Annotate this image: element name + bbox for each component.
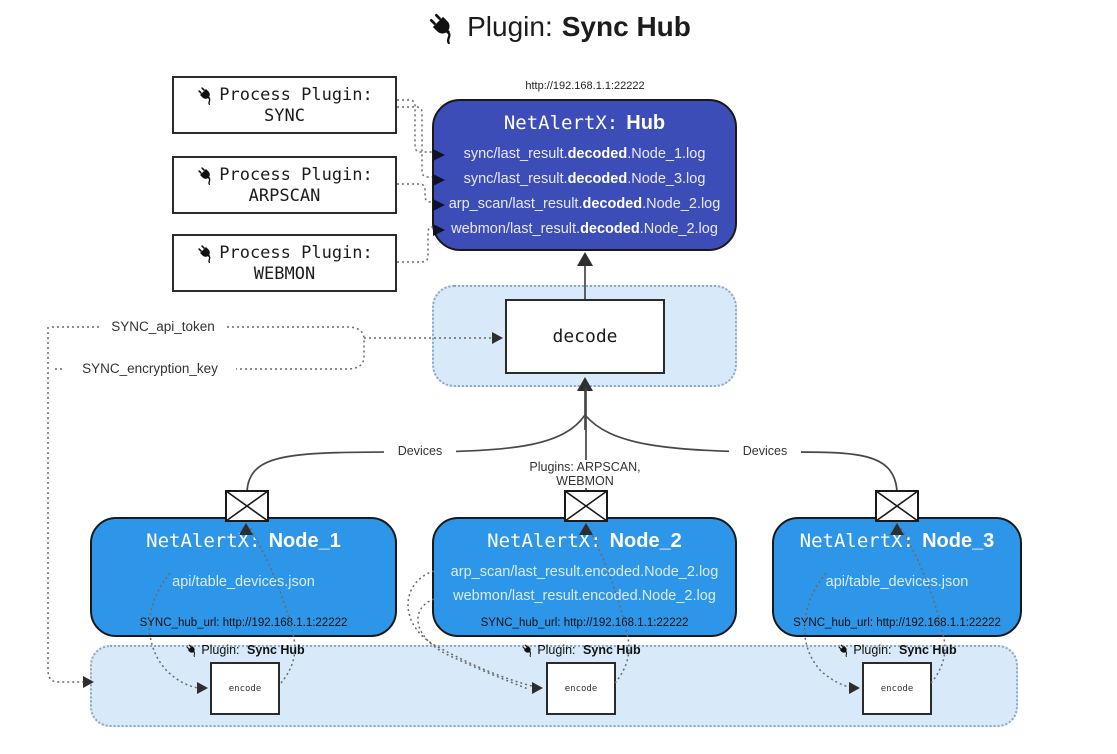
hub-log-line: webmon/last_result.decoded.Node_2.log xyxy=(433,217,735,242)
hub-url-label: http://192.168.1.1:22222 xyxy=(525,80,645,92)
process-plugin-arpscan: Process Plugin: ARPSCAN xyxy=(172,156,397,214)
plug-icon xyxy=(185,643,199,657)
title-name: Sync Hub xyxy=(561,11,691,42)
node-hub-url: SYNC_hub_url: http://192.168.1.1:22222 xyxy=(480,617,689,629)
edge-label-plugins-middle: Plugins: ARPSCAN, WEBMON xyxy=(503,460,667,488)
process-plugin-name: ARPSCAN xyxy=(248,185,321,206)
arrowhead-into-hub xyxy=(577,252,593,266)
plug-icon xyxy=(426,10,460,44)
edge-sync-to-log1 xyxy=(397,99,432,153)
encoder-label: Plugin: Sync Hub xyxy=(516,643,646,657)
edge-webmon-to-log4 xyxy=(397,226,433,263)
hub-log-line: sync/last_result.decoded.Node_3.log xyxy=(433,167,735,192)
encoder-label: Plugin: Sync Hub xyxy=(180,643,310,657)
hub-title: NetAlertX: Hub xyxy=(434,112,735,136)
hub-title-name: Hub xyxy=(626,112,666,134)
encoder-label: Plugin: Sync Hub xyxy=(832,643,962,657)
edge-config-to-encoders xyxy=(47,327,84,683)
config-encryption-key-label: SYNC_encryption_key xyxy=(64,361,236,376)
encode-box: encode xyxy=(862,662,932,715)
hub-log-line: arp_scan/last_result.decoded.Node_2.log xyxy=(433,192,735,217)
edge-sync-to-log2 xyxy=(397,106,432,178)
envelope-icon xyxy=(225,490,269,522)
arrow-bullet-icon xyxy=(433,148,445,161)
process-plugin-label: Process Plugin: xyxy=(219,164,373,185)
node-file-line: api/table_devices.json xyxy=(825,574,969,590)
process-plugin-name: SYNC xyxy=(264,105,305,126)
process-plugin-label: Process Plugin: xyxy=(219,84,373,105)
node-hub-url: SYNC_hub_url: http://192.168.1.1:22222 xyxy=(793,617,1001,629)
node-hub-url: SYNC_hub_url: http://192.168.1.1:22222 xyxy=(139,617,348,629)
envelope-icon xyxy=(564,490,608,522)
edge-arpscan-to-log3 xyxy=(397,183,432,203)
node-2: NetAlertX:Node_2 arp_scan/last_result.en… xyxy=(432,517,737,637)
arrow-bullet-icon xyxy=(433,173,445,186)
node-title: NetAlertX:Node_2 xyxy=(487,530,682,552)
page-title: Plugin: Sync Hub xyxy=(0,10,1117,44)
envelope-icon xyxy=(875,490,919,522)
config-api-token-label: SYNC_api_token xyxy=(100,319,226,334)
process-plugin-sync: Process Plugin: SYNC xyxy=(172,76,397,134)
hub-node: NetAlertX: Hub sync/last_result.decoded.N… xyxy=(432,99,737,251)
encode-box: encode xyxy=(546,662,616,715)
encode-box: encode xyxy=(210,662,280,715)
hub-log-list: sync/last_result.decoded.Node_1.log sync… xyxy=(433,142,735,242)
arrow-bullet-icon xyxy=(433,198,445,211)
node-title: NetAlertX:Node_3 xyxy=(799,530,995,552)
plug-icon xyxy=(196,243,216,263)
hub-log-line: sync/last_result.decoded.Node_1.log xyxy=(433,142,735,167)
title-prefix: Plugin: xyxy=(467,11,553,42)
node-title: NetAlertX:Node_1 xyxy=(146,530,341,552)
plug-icon xyxy=(196,85,216,105)
node-1: NetAlertX:Node_1 api/table_devices.json … xyxy=(90,517,397,637)
node-file-line: webmon/last_result.encoded.Node_2.log xyxy=(453,588,716,604)
decode-box: decode xyxy=(505,299,665,374)
edge-label-devices-right: Devices xyxy=(729,444,801,458)
plug-icon xyxy=(521,643,535,657)
node-file-line: arp_scan/last_result.encoded.Node_2.log xyxy=(450,564,719,580)
hub-title-prefix: NetAlertX: xyxy=(503,112,619,134)
plug-icon xyxy=(837,643,851,657)
edge-label-devices-left: Devices xyxy=(384,444,456,458)
node-3: NetAlertX:Node_3 api/table_devices.json … xyxy=(772,517,1022,637)
plug-icon xyxy=(196,165,216,185)
arrow-bullet-icon xyxy=(433,223,445,236)
process-plugin-name: WEBMON xyxy=(253,263,316,284)
node-file-line: api/table_devices.json xyxy=(172,574,315,590)
process-plugin-webmon: Process Plugin: WEBMON xyxy=(172,234,397,292)
process-plugin-label: Process Plugin: xyxy=(219,242,373,263)
